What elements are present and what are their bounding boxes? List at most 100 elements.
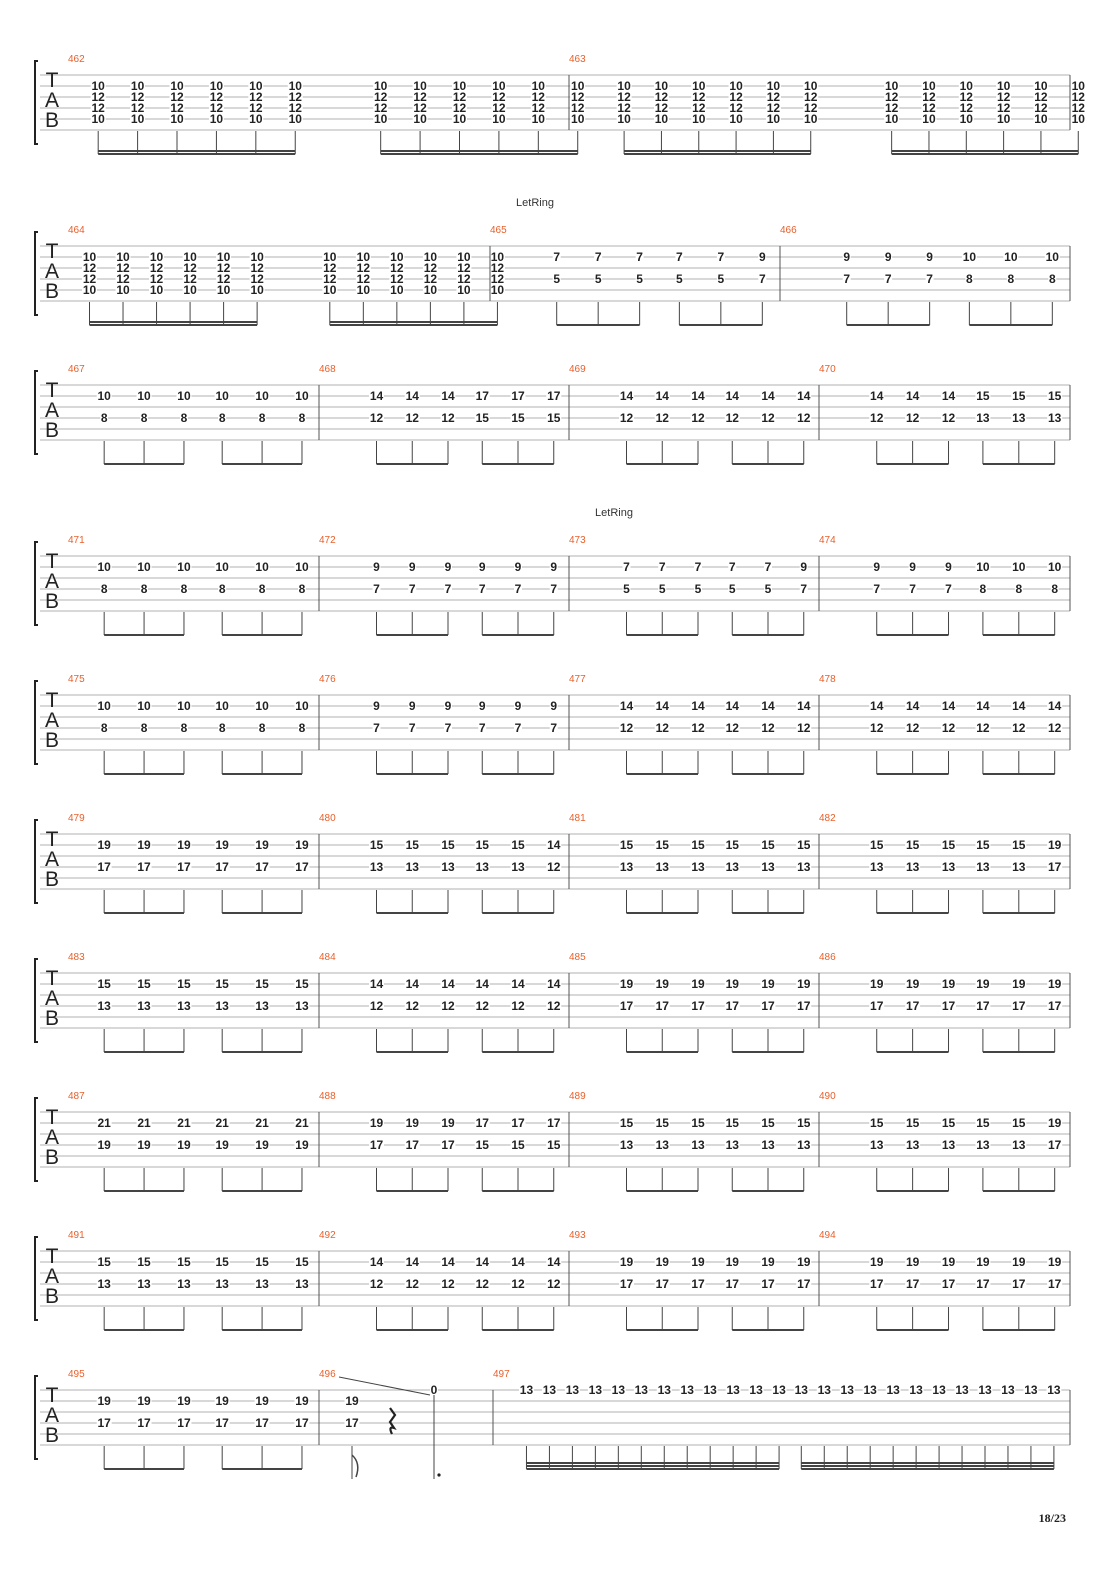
fret-number: 7 bbox=[843, 272, 850, 286]
fret-mask bbox=[422, 273, 438, 284]
fret-number: 12 bbox=[547, 860, 561, 874]
fret-mask bbox=[491, 91, 507, 102]
fret-mask bbox=[1047, 390, 1063, 401]
let-ring-annotation: LetRing bbox=[516, 197, 554, 209]
fret-number: 17 bbox=[870, 1277, 884, 1291]
fret-mask bbox=[799, 561, 808, 572]
fret-mask bbox=[100, 722, 109, 733]
system-bracket bbox=[34, 958, 38, 1043]
fret-number: 10 bbox=[92, 79, 106, 93]
fret-number: 10 bbox=[692, 112, 706, 126]
fret-mask bbox=[176, 1256, 192, 1267]
fret-number: 12 bbox=[370, 999, 384, 1013]
fret-mask bbox=[616, 80, 632, 91]
fret-mask bbox=[869, 700, 885, 711]
fret-number: 12 bbox=[210, 101, 224, 115]
fret-mask bbox=[355, 273, 371, 284]
fret-number: 10 bbox=[150, 283, 164, 297]
fret-mask bbox=[884, 113, 900, 124]
fret-number: 12 bbox=[942, 411, 956, 425]
fret-number: 9 bbox=[373, 699, 380, 713]
fret-number: 19 bbox=[1048, 977, 1062, 991]
tab-system: TAB4711081081081081081084729797979797974… bbox=[34, 535, 1071, 636]
fret-mask bbox=[1033, 80, 1049, 91]
fret-number: 7 bbox=[659, 560, 666, 574]
fret-mask bbox=[408, 722, 417, 733]
fret-mask bbox=[816, 1384, 832, 1395]
fret-number: 12 bbox=[729, 90, 743, 104]
fret-number: 12 bbox=[441, 411, 455, 425]
fret-mask bbox=[440, 861, 456, 872]
fret-number: 14 bbox=[370, 977, 384, 991]
fret-mask bbox=[214, 1278, 230, 1289]
fret-mask bbox=[176, 1395, 192, 1406]
fret-mask bbox=[489, 262, 505, 273]
tab-system: TAB4671081081081081081084681412141214121… bbox=[34, 364, 1071, 465]
fret-number: 12 bbox=[289, 90, 303, 104]
fret-mask bbox=[1011, 861, 1027, 872]
fret-number: 13 bbox=[255, 1277, 269, 1291]
fret-mask bbox=[208, 80, 224, 91]
fret-number: 14 bbox=[441, 1255, 455, 1269]
fret-number: 12 bbox=[655, 101, 669, 115]
fret-number: 19 bbox=[255, 1394, 269, 1408]
fret-number: 10 bbox=[249, 79, 263, 93]
tab-clef-letter: T bbox=[46, 240, 59, 263]
fret-mask bbox=[546, 978, 562, 989]
fret-number: 10 bbox=[177, 699, 191, 713]
fret-number: 14 bbox=[870, 389, 884, 403]
fret-number: 13 bbox=[635, 1383, 649, 1397]
fret-number: 12 bbox=[413, 90, 427, 104]
fret-number: 19 bbox=[976, 977, 990, 991]
fret-number: 10 bbox=[390, 283, 404, 297]
measure-number: 489 bbox=[569, 1091, 586, 1102]
tab-clef-letter: T bbox=[46, 1245, 59, 1268]
fret-mask bbox=[249, 251, 265, 262]
fret-number: 15 bbox=[547, 1138, 561, 1152]
fret-number: 10 bbox=[131, 79, 145, 93]
fret-mask bbox=[530, 113, 546, 124]
fret-number: 9 bbox=[515, 560, 522, 574]
fret-number: 10 bbox=[1012, 560, 1026, 574]
fret-mask bbox=[248, 91, 264, 102]
tab-clef-letter: A bbox=[45, 987, 59, 1010]
fret-mask bbox=[404, 1278, 420, 1289]
fret-number: 12 bbox=[620, 721, 634, 735]
fret-mask bbox=[136, 978, 152, 989]
fret-mask bbox=[675, 251, 684, 262]
fret-number: 10 bbox=[424, 283, 438, 297]
fret-number: 12 bbox=[406, 411, 420, 425]
fret-mask bbox=[136, 861, 152, 872]
measure-number: 497 bbox=[493, 1369, 510, 1380]
fret-mask bbox=[958, 102, 974, 113]
fret-mask bbox=[369, 412, 384, 423]
fret-mask bbox=[130, 80, 146, 91]
fret-mask bbox=[1011, 1000, 1027, 1011]
fret-number: 17 bbox=[511, 1116, 525, 1130]
fret-number: 15 bbox=[976, 838, 990, 852]
fret-mask bbox=[619, 1117, 634, 1128]
fret-number: 14 bbox=[726, 389, 740, 403]
fret-number: 21 bbox=[216, 1116, 230, 1130]
fret-number: 10 bbox=[1046, 250, 1060, 264]
fret-mask bbox=[440, 839, 456, 850]
fret-mask bbox=[510, 390, 526, 401]
fret-mask bbox=[440, 390, 456, 401]
fret-mask bbox=[149, 284, 165, 295]
fret-mask bbox=[404, 1256, 420, 1267]
fret-number: 9 bbox=[409, 560, 416, 574]
fret-number: 12 bbox=[374, 90, 388, 104]
fret-number: 12 bbox=[374, 101, 388, 115]
fret-mask bbox=[389, 262, 405, 273]
fret-number: 15 bbox=[97, 1255, 111, 1269]
fret-mask bbox=[294, 978, 310, 989]
fret-mask bbox=[941, 722, 957, 733]
fret-mask bbox=[1033, 91, 1049, 102]
fret-mask bbox=[764, 561, 772, 572]
fret-mask bbox=[975, 861, 991, 872]
fret-number: 17 bbox=[177, 860, 191, 874]
fret-mask bbox=[748, 1384, 764, 1395]
fret-mask bbox=[724, 1000, 740, 1011]
fret-number: 12 bbox=[83, 272, 97, 286]
fret-mask bbox=[208, 113, 224, 124]
